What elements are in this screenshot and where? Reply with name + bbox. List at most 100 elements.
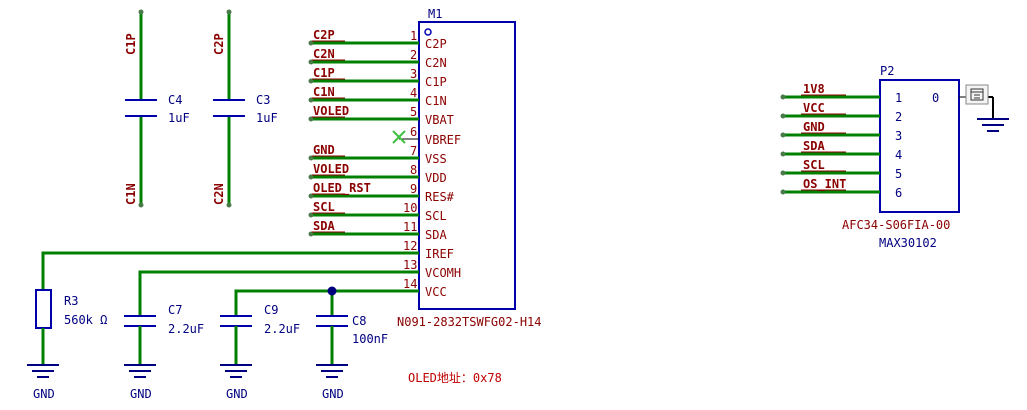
m1-pin-number: 4 <box>410 86 417 100</box>
m1-pin-number: 2 <box>410 48 417 62</box>
m1-pin-number: 9 <box>410 182 417 196</box>
m1-pin-name: C1P <box>425 75 447 89</box>
m1-pin-name: RES# <box>425 190 455 204</box>
ref-c8: C8 <box>352 314 366 328</box>
ground-icon <box>27 364 59 378</box>
pin1-marker-icon <box>424 28 432 36</box>
m1-pin-number: 14 <box>403 277 417 291</box>
value-c4: 1uF <box>168 111 190 125</box>
m1-pin-number: 8 <box>410 163 417 177</box>
ref-c7: C7 <box>168 303 182 317</box>
capacitor-c7: C7 2.2uF <box>124 303 204 365</box>
ref-c3: C3 <box>256 93 270 107</box>
m1-net-label: SDA <box>313 219 335 233</box>
p2-body <box>879 79 960 213</box>
bottom-wiring <box>41 251 419 316</box>
ground-icon <box>316 364 348 378</box>
m1-pin-name: SCL <box>425 209 447 223</box>
m1-pin-name: VDD <box>425 171 447 185</box>
m1-pin-name: VCOMH <box>425 266 461 280</box>
capacitor-c3: C2P C2N C3 1uF <box>212 9 278 208</box>
part-p2: AFC34-S06FIA-00 <box>842 218 950 232</box>
ref-r3: R3 <box>64 294 78 308</box>
p2-pin-5: SCL 5 <box>780 158 902 181</box>
p2-net-label: GND <box>803 120 825 134</box>
gnd-label-c9: GND <box>226 387 248 401</box>
ref-c9: C9 <box>264 303 278 317</box>
p2-pin-number: 1 <box>895 91 902 105</box>
gnd-label-c8: GND <box>322 387 344 401</box>
net-label-c1n: C1N <box>124 183 138 205</box>
ground-icon <box>220 364 252 378</box>
value-c9: 2.2uF <box>264 322 300 336</box>
component-p2: P2 AFC34-S06FIA-00 MAX30102 0 1V81VCC2GN… <box>780 64 1009 250</box>
p2-net-label: SCL <box>803 158 825 172</box>
m1-pin-number: 6 <box>410 125 417 139</box>
gnd-label-r3: GND <box>33 387 55 401</box>
capacitor-c9: C9 2.2uF <box>220 303 300 365</box>
p2-pin-number: 5 <box>895 167 902 181</box>
gnd-label-c7: GND <box>130 387 152 401</box>
part-m1: N091-2832TSWFG02-H14 <box>397 315 542 329</box>
junction-dot <box>327 286 337 296</box>
name-p2: MAX30102 <box>879 236 937 250</box>
value-c8: 100nF <box>352 332 388 346</box>
ref-m1: M1 <box>428 7 442 21</box>
value-c3: 1uF <box>256 111 278 125</box>
m1-net-label: C1P <box>313 66 335 80</box>
p2-net-label: SDA <box>803 139 825 153</box>
p2-net-label: OS_INT <box>803 177 846 192</box>
m1-body <box>418 21 516 310</box>
m1-pin-number: 5 <box>410 105 417 119</box>
ref-c4: C4 <box>168 93 182 107</box>
m1-pin-name: VCC <box>425 285 447 299</box>
m1-net-label: GND <box>313 143 335 157</box>
m1-pin-number: 3 <box>410 67 417 81</box>
m1-pin-number: 11 <box>403 220 417 234</box>
resistor-r3: R3 560k Ω <box>35 289 107 365</box>
m1-pin-number: 7 <box>410 144 417 158</box>
p2-pin-number: 3 <box>895 129 902 143</box>
value-r3: 560k Ω <box>64 313 107 327</box>
p2-pin0-label: 0 <box>932 91 939 105</box>
m1-net-label: VOLED <box>313 162 349 176</box>
m1-net-label: SCL <box>313 200 335 214</box>
p2-pin-3: GND 3 <box>780 120 902 143</box>
m1-pin-name: SDA <box>425 228 447 242</box>
no-connect-icon <box>392 130 406 144</box>
m1-net-label: VOLED <box>313 104 349 118</box>
ref-p2: P2 <box>880 64 894 78</box>
m1-pin-name: C2P <box>425 37 447 51</box>
capacitor-c8: C8 100nF <box>316 314 388 365</box>
placement-marker-icon <box>965 84 989 105</box>
m1-pin-number: 10 <box>403 201 417 215</box>
m1-pin-number: 1 <box>410 29 417 43</box>
m1-pin-number: 12 <box>403 239 417 253</box>
m1-net-label: C2N <box>313 47 335 61</box>
p2-pin-number: 2 <box>895 110 902 124</box>
net-label-c2n: C2N <box>212 183 226 205</box>
net-label-c2p: C2P <box>212 33 226 55</box>
m1-pin-name: VBREF <box>425 133 461 147</box>
ground-symbols <box>27 364 348 378</box>
net-label-c1p: C1P <box>124 33 138 55</box>
